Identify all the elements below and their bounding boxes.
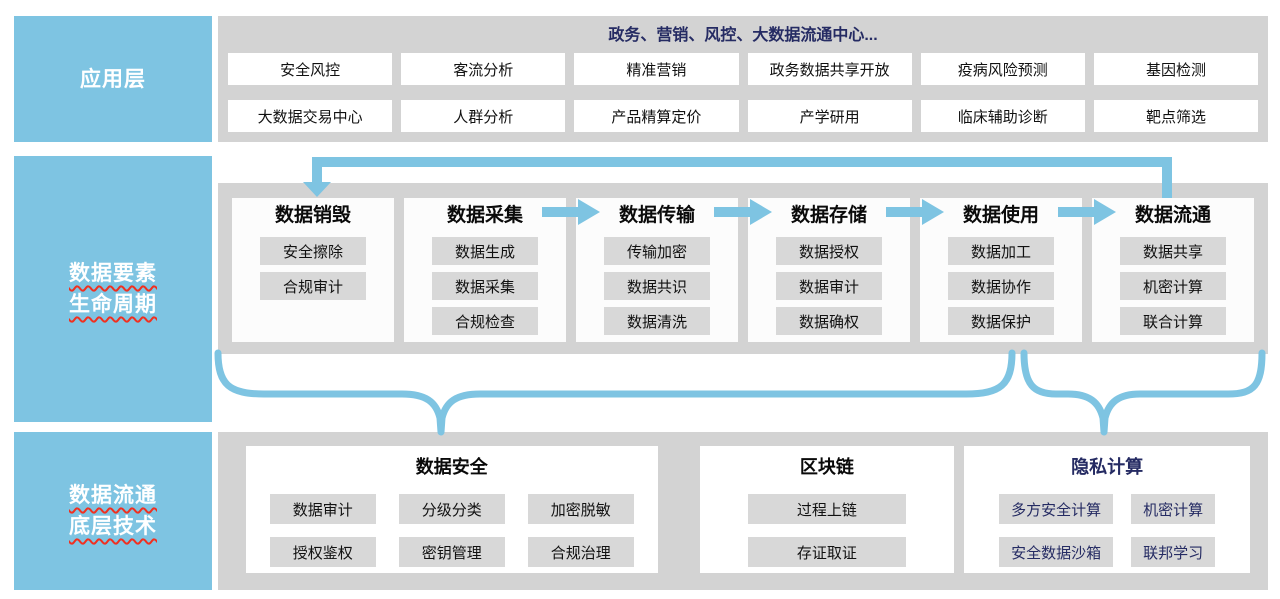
lifecycle-chip: 数据保护 [948,307,1054,335]
flow-arrow-bar [1058,207,1094,217]
lifecycle-chip: 安全擦除 [260,237,366,265]
right-brace-icon [1020,349,1266,436]
sidebar-lifecycle-layer: 数据要素生命周期 [14,156,212,422]
lifecycle-column-title: 数据采集 [446,205,523,226]
brace-connectors [214,349,1266,436]
tech-card-grid: 多方安全计算机密计算安全数据沙箱联邦学习 [999,494,1216,567]
tech-card-grid: 过程上链存证取证 [747,494,906,567]
lifecycle-chip: 数据采集 [432,272,538,300]
app-box: 客流分析 [401,53,566,85]
sidebar-label-line: 应用层 [80,67,146,91]
loop-arrowhead-down-icon [303,182,331,197]
lifecycle-column-3: 数据传输传输加密数据共识数据清洗 [576,198,738,342]
app-box: 基因检测 [1093,53,1259,85]
app-box: 人群分析 [401,100,566,132]
sidebar-label-line: 生命周期 [69,293,157,316]
app-box: 临床辅助诊断 [920,100,1085,132]
lifecycle-chip: 数据审计 [776,272,882,300]
lifecycle-column-title: 数据传输 [618,205,695,226]
tech-card-title: 区块链 [799,457,854,477]
tech-card-1: 数据安全数据审计分级分类加密脱敏授权鉴权密钥管理合规治理 [246,446,658,573]
app-layer-panel: 政务、营销、风控、大数据流通中心... 安全风控客流分析精准营销政务数据共享开放… [218,16,1268,142]
sidebar-tech-layer: 数据流通底层技术 [14,432,212,590]
flow-arrow-head [922,199,944,225]
tech-chip: 密钥管理 [398,537,505,567]
tech-chip: 联邦学习 [1131,537,1216,567]
tech-chip: 机密计算 [1131,494,1216,524]
lifecycle-chip: 数据清洗 [604,307,710,335]
lifecycle-column-title: 数据销毁 [274,205,351,226]
tech-chip: 存证取证 [747,537,906,567]
loop-arrow-left-vertical [312,157,322,183]
app-box: 政务数据共享开放 [747,53,912,85]
lifecycle-chip: 合规审计 [260,272,366,300]
lifecycle-column-2: 数据采集数据生成数据采集合规检查 [404,198,566,342]
app-box: 靶点筛选 [1093,100,1259,132]
tech-chip: 加密脱敏 [527,494,634,524]
flow-arrow-bar [542,207,578,217]
app-box: 疫病风险预测 [920,53,1085,85]
sidebar-label-line: 数据要素 [69,262,157,285]
flow-arrow-head [750,199,772,225]
flow-arrow-head [1094,199,1116,225]
tech-chip: 授权鉴权 [269,537,376,567]
app-box: 安全风控 [228,53,393,85]
sidebar-app-layer: 应用层 [14,16,212,142]
tech-chip: 数据审计 [269,494,376,524]
tech-card-title: 隐私计算 [1071,457,1144,477]
lifecycle-chip: 数据共识 [604,272,710,300]
lifecycle-column-title: 数据存储 [790,205,867,226]
app-box: 大数据交易中心 [228,100,393,132]
lifecycle-chip: 机密计算 [1120,272,1226,300]
lifecycle-chip: 数据加工 [948,237,1054,265]
tech-chip: 多方安全计算 [999,494,1114,524]
tech-card-2: 区块链过程上链存证取证 [699,446,955,573]
flow-arrow-bar [714,207,750,217]
lifecycle-chip: 联合计算 [1120,307,1226,335]
flow-arrow-right-icon [1058,199,1116,225]
tech-chip: 合规治理 [527,537,634,567]
lifecycle-chip: 传输加密 [604,237,710,265]
loop-arrow-horizontal [312,157,1172,167]
tech-panel: 数据安全数据审计分级分类加密脱敏授权鉴权密钥管理合规治理区块链过程上链存证取证隐… [218,432,1268,590]
tech-chip: 安全数据沙箱 [999,537,1114,567]
app-box: 产品精算定价 [574,100,739,132]
left-brace-icon [214,349,1016,436]
lifecycle-chip: 数据协作 [948,272,1054,300]
flow-arrow-right-icon [714,199,772,225]
flow-arrow-right-icon [542,199,600,225]
tech-card-grid: 数据审计分级分类加密脱敏授权鉴权密钥管理合规治理 [269,494,634,567]
app-box: 精准营销 [574,53,739,85]
lifecycle-column-6: 数据流通数据共享机密计算联合计算 [1092,198,1254,342]
lifecycle-column-title: 数据流通 [1134,205,1211,226]
lifecycle-chip: 合规检查 [432,307,538,335]
lifecycle-column-1: 数据销毁安全擦除合规审计 [232,198,394,342]
tech-chip: 过程上链 [747,494,906,524]
flow-arrow-right-icon [886,199,944,225]
lifecycle-chip: 数据确权 [776,307,882,335]
lifecycle-chip: 数据授权 [776,237,882,265]
lifecycle-panel: 数据销毁安全擦除合规审计数据采集数据生成数据采集合规检查数据传输传输加密数据共识… [218,183,1268,354]
app-row-2: 大数据交易中心人群分析产品精算定价产学研用临床辅助诊断靶点筛选 [228,100,1259,132]
lifecycle-column-5: 数据使用数据加工数据协作数据保护 [920,198,1082,342]
app-box: 产学研用 [747,100,912,132]
lifecycle-chip: 数据生成 [432,237,538,265]
loop-arrow-right-vertical [1162,157,1172,198]
lifecycle-column-4: 数据存储数据授权数据审计数据确权 [748,198,910,342]
flow-arrow-head [578,199,600,225]
lifecycle-chip: 数据共享 [1120,237,1226,265]
lifecycle-column-title: 数据使用 [962,205,1039,226]
flow-arrow-bar [886,207,922,217]
sidebar-label-line: 数据流通 [69,484,157,507]
tech-card-3: 隐私计算多方安全计算机密计算安全数据沙箱联邦学习 [964,446,1250,573]
app-row-1: 安全风控客流分析精准营销政务数据共享开放疫病风险预测基因检测 [228,53,1259,85]
tech-card-title: 数据安全 [415,457,488,477]
sidebar-label-line: 底层技术 [69,515,157,538]
app-layer-headline: 政务、营销、风控、大数据流通中心... [608,27,878,44]
tech-chip: 分级分类 [398,494,505,524]
